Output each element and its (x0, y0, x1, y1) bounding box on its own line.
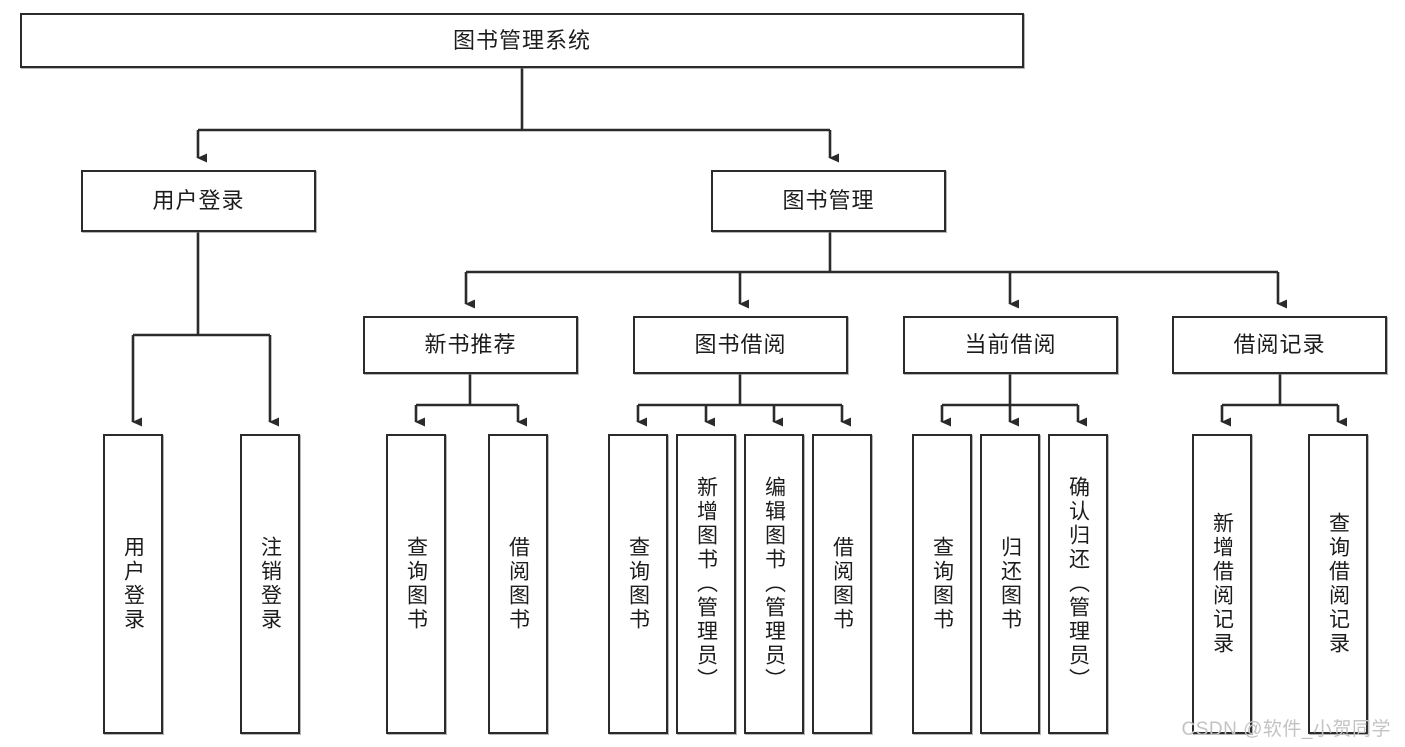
leaf-new-book-borrow[interactable]: 借阅图书 (488, 434, 548, 734)
leaf-record-add-label: 新增借阅记录 (1210, 512, 1234, 656)
leaf-record-add[interactable]: 新增借阅记录 (1192, 434, 1252, 734)
leaf-record-query[interactable]: 查询借阅记录 (1308, 434, 1368, 734)
node-user-login[interactable]: 用户登录 (81, 170, 316, 232)
leaf-user-login[interactable]: 用户登录 (103, 434, 163, 734)
node-user-login-label: 用户登录 (152, 188, 245, 214)
leaf-new-book-query-label: 查询图书 (404, 536, 428, 632)
node-new-book-label: 新书推荐 (424, 332, 517, 358)
node-book-borrow[interactable]: 图书借阅 (633, 316, 848, 374)
node-current-borrow[interactable]: 当前借阅 (903, 316, 1118, 374)
node-new-book[interactable]: 新书推荐 (363, 316, 578, 374)
node-borrow-record[interactable]: 借阅记录 (1172, 316, 1387, 374)
leaf-borrow-query-label: 查询图书 (626, 536, 650, 632)
leaf-borrow-add[interactable]: 新增图书（管理员） (676, 434, 736, 734)
node-book-manage-label: 图书管理 (782, 188, 875, 214)
node-current-borrow-label: 当前借阅 (964, 332, 1057, 358)
node-book-manage[interactable]: 图书管理 (711, 170, 946, 232)
leaf-current-return[interactable]: 归还图书 (980, 434, 1040, 734)
node-root-label: 图书管理系统 (452, 27, 591, 53)
leaf-logout[interactable]: 注销登录 (240, 434, 300, 734)
leaf-current-query[interactable]: 查询图书 (912, 434, 972, 734)
leaf-current-confirm-label: 确认归还（管理员） (1066, 476, 1090, 692)
leaf-current-return-label: 归还图书 (998, 536, 1022, 632)
leaf-borrow-query[interactable]: 查询图书 (608, 434, 668, 734)
leaf-borrow-add-label: 新增图书（管理员） (694, 476, 718, 692)
leaf-new-book-borrow-label: 借阅图书 (506, 536, 530, 632)
leaf-logout-label: 注销登录 (258, 536, 282, 632)
node-borrow-record-label: 借阅记录 (1233, 332, 1326, 358)
leaf-borrow-book-label: 借阅图书 (830, 536, 854, 632)
node-root[interactable]: 图书管理系统 (20, 13, 1024, 68)
leaf-new-book-query[interactable]: 查询图书 (386, 434, 446, 734)
leaf-user-login-label: 用户登录 (121, 536, 145, 632)
leaf-borrow-edit[interactable]: 编辑图书（管理员） (744, 434, 804, 734)
leaf-record-query-label: 查询借阅记录 (1326, 512, 1350, 656)
leaf-current-confirm[interactable]: 确认归还（管理员） (1048, 434, 1108, 734)
node-book-borrow-label: 图书借阅 (694, 332, 787, 358)
leaf-borrow-book[interactable]: 借阅图书 (812, 434, 872, 734)
leaf-current-query-label: 查询图书 (930, 536, 954, 632)
leaf-borrow-edit-label: 编辑图书（管理员） (762, 476, 786, 692)
